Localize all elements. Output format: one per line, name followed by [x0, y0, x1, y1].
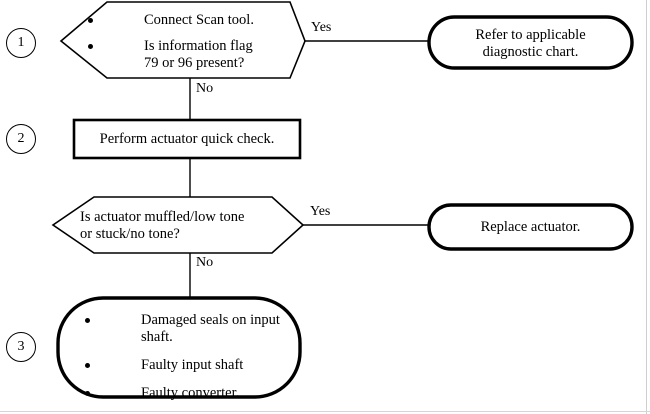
process-node-quick-check-text: Perform actuator quick check. — [99, 131, 275, 147]
process-node-quick-check-shape — [72, 118, 302, 160]
edge-label-decision2-yes: Yes — [310, 204, 331, 219]
bullet-dot-icon — [85, 390, 90, 396]
terminal-node-faults-bullets: Damaged seals on input shaft. Faulty inp… — [85, 312, 295, 402]
decision-node-1-bullets: Connect Scan tool. Is information flag 7… — [88, 12, 288, 72]
bullet-dot-icon — [85, 318, 90, 323]
bullet-dot-icon — [88, 18, 93, 23]
page-frame-right-edge — [646, 0, 647, 414]
edge-label-decision2-no: No — [196, 255, 214, 270]
list-item: Damaged seals on input shaft. — [85, 312, 295, 346]
text-line: diagnostic chart. — [482, 43, 579, 60]
bullet-line: Is information flag — [144, 37, 253, 54]
decision-node-2-shape — [51, 196, 305, 254]
step-number-2: 2 — [6, 124, 36, 154]
step-number-1-label: 1 — [17, 35, 25, 50]
bullet-line: Faulty input shaft — [141, 356, 244, 373]
text-line: Is actuator muffled/low tone — [80, 209, 245, 225]
decision-node-1-shape — [59, 1, 306, 79]
bullet-line: shaft. — [141, 328, 173, 345]
step-number-1: 1 — [6, 28, 36, 58]
terminal-node-faults-shape — [56, 296, 302, 399]
text-line: Refer to applicable — [475, 27, 586, 43]
terminal-node-refer-chart-text: Refer to applicable diagnostic chart. — [449, 27, 612, 61]
bullet-line: Connect Scan tool. — [144, 12, 254, 28]
terminal-node-refer-chart-shape — [427, 15, 634, 70]
bullet-dot-icon — [88, 43, 93, 49]
bullet-dot-icon — [85, 362, 90, 368]
connector-group — [189, 40, 430, 299]
bullet-line: Faulty converter. — [141, 384, 240, 401]
text-line: Replace actuator. — [480, 219, 581, 235]
step-number-2-label: 2 — [17, 131, 25, 146]
step-number-3: 3 — [6, 332, 36, 362]
edge-label-decision1-yes: Yes — [311, 20, 332, 35]
edge-label-decision1-no: No — [196, 81, 214, 96]
page-frame-bottom-edge — [0, 411, 650, 412]
list-item: Is information flag 79 or 96 present? — [88, 38, 288, 72]
list-item: Faulty converter. — [85, 385, 295, 402]
text-line: or stuck/no tone? — [80, 225, 180, 242]
list-item: Faulty input shaft — [85, 357, 295, 374]
terminal-node-replace-actuator-shape — [427, 203, 634, 251]
decision-node-2-text: Is actuator muffled/low tone or stuck/no… — [80, 209, 280, 243]
bullet-line: Damaged seals on input — [141, 312, 280, 328]
bullet-line: 79 or 96 present? — [144, 54, 245, 71]
list-item: Connect Scan tool. — [88, 12, 288, 29]
decision-node-1-text: Connect Scan tool. Is information flag 7… — [88, 12, 288, 72]
step-number-3-label: 3 — [17, 339, 25, 354]
terminal-node-faults-text: Damaged seals on input shaft. Faulty inp… — [85, 312, 295, 402]
terminal-node-replace-actuator-text: Replace actuator. — [449, 219, 612, 236]
